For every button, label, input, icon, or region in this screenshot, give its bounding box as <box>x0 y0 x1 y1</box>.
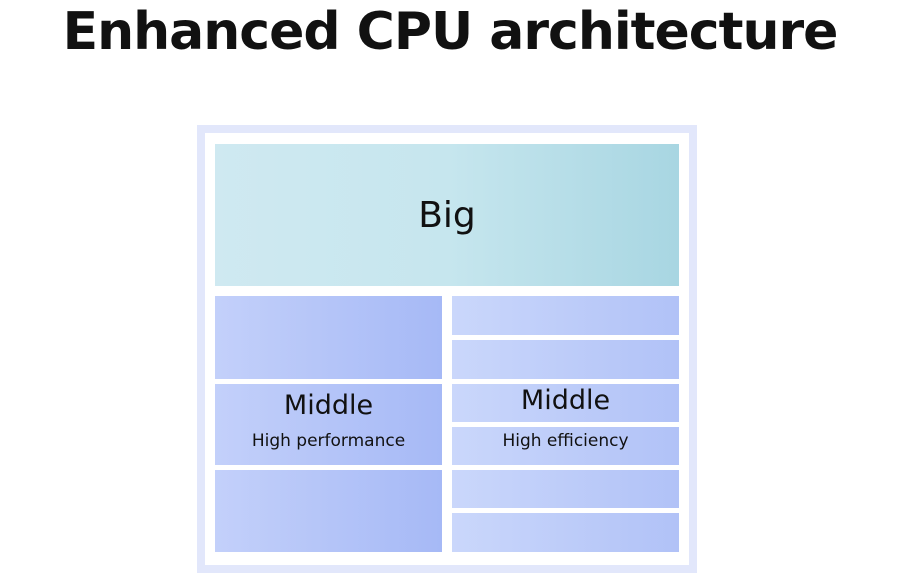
middle-efficiency-core <box>452 340 679 379</box>
middle-efficiency-core <box>452 470 679 508</box>
middle-left-label: Middle <box>283 390 374 421</box>
middle-left-sublabel: High performance <box>251 431 406 451</box>
middle-efficiency-core <box>452 513 679 552</box>
page-title: Enhanced CPU architecture <box>62 2 839 62</box>
middle-performance-core <box>215 470 442 552</box>
middle-performance-core <box>215 384 442 465</box>
middle-efficiency-core <box>452 427 679 465</box>
middle-efficiency-core <box>452 296 679 335</box>
middle-right-label: Middle <box>520 385 611 416</box>
big-core-block: Big <box>215 144 679 286</box>
middle-performance-core <box>215 296 442 379</box>
middle-right-sublabel: High efficiency <box>502 431 629 451</box>
middle-efficiency-core <box>452 384 679 422</box>
big-core-label: Big <box>418 194 476 236</box>
